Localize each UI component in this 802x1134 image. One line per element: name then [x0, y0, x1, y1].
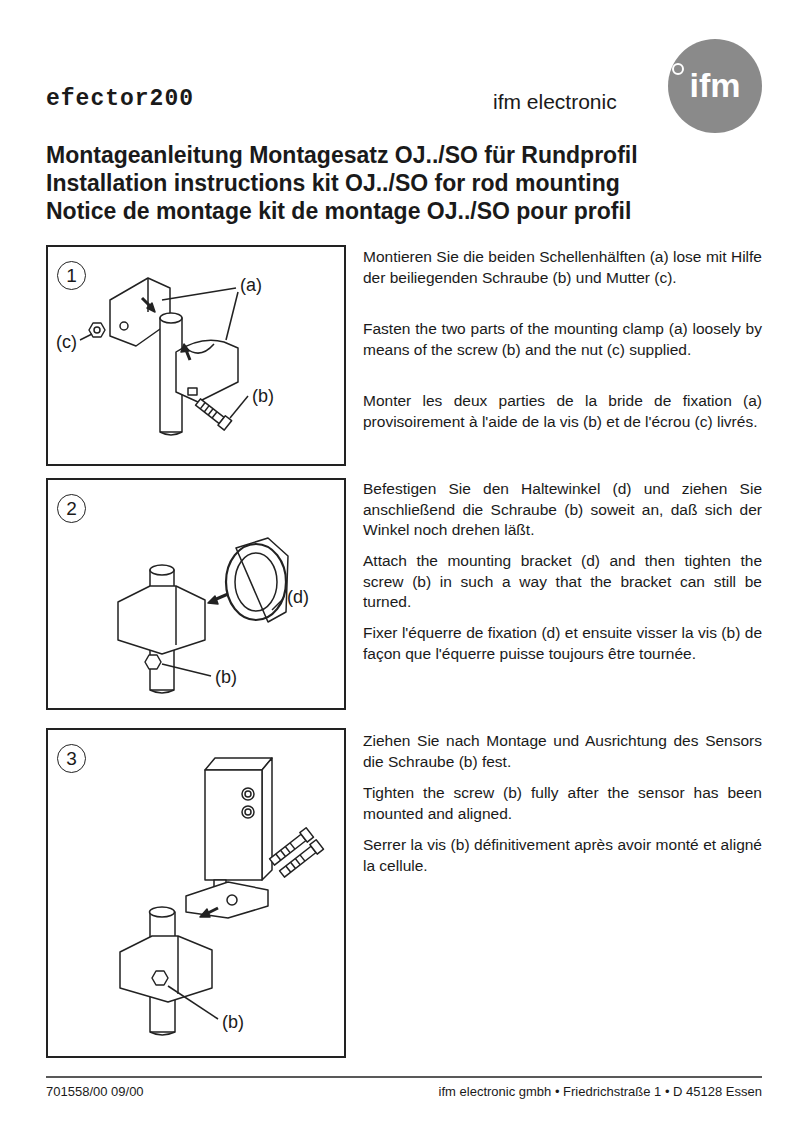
- title-line: Notice de montage kit de montage OJ../SO…: [46, 198, 631, 225]
- logo-disc: [668, 39, 762, 133]
- drawing-part: [196, 399, 225, 424]
- drawing-part: [150, 1032, 175, 1035]
- drawing-part: [295, 859, 300, 865]
- brand-logo: efector200: [46, 86, 194, 112]
- drawing-part: [276, 854, 281, 860]
- drawing-part: [168, 986, 218, 1019]
- drawing-part: [150, 565, 174, 575]
- step-panel: (a) (c) (b) 1: [46, 245, 346, 466]
- callout-letter: (d): [287, 587, 309, 608]
- step-panel: (b) 3: [46, 728, 346, 1058]
- drawing-part: [160, 313, 182, 323]
- drawing-part: [120, 936, 212, 1002]
- drawing-part: [208, 596, 218, 604]
- callout-letter: (b): [222, 1012, 244, 1033]
- drawing-part: [236, 538, 288, 622]
- instruction-text: Serrer la vis (b) définitivement après a…: [363, 835, 762, 876]
- callout-letter: (b): [252, 386, 274, 407]
- callout-letter: (b): [215, 667, 237, 688]
- drawing-part: [186, 882, 268, 918]
- drawing-part: [162, 288, 236, 300]
- drawing-part: [310, 840, 324, 854]
- title: Montageanleitung Montagesatz OJ../SO für…: [46, 142, 638, 169]
- drawing-part: [150, 907, 175, 917]
- step-digit: 1: [66, 266, 77, 285]
- drawing-part: [272, 599, 283, 610]
- drawing-part: [262, 758, 272, 880]
- drawing-part: [291, 862, 296, 868]
- drawing-part: [242, 806, 254, 818]
- title-line: Installation instructions kit OJ../SO fo…: [46, 170, 620, 197]
- drawing-part: [181, 344, 189, 352]
- instruction-text: Fasten the two parts of the mounting cla…: [363, 319, 762, 360]
- drawing-part: [160, 432, 182, 435]
- step-digit: 3: [66, 749, 77, 768]
- instruction-text: Befestigen Sie den Haltewinkel (d) und z…: [363, 479, 762, 541]
- drawing-part: [205, 758, 272, 770]
- drawing-part: [300, 828, 314, 842]
- instruction-text: Ziehen Sie nach Montage und Ausrichtung …: [363, 731, 762, 772]
- step2-drawing: [118, 538, 288, 693]
- drawing-part: [186, 344, 214, 353]
- drawing-part: [230, 396, 248, 418]
- drawing-part: [278, 840, 323, 879]
- step-panel: (d) (b) 2: [46, 478, 346, 710]
- drawing-part: [162, 664, 211, 676]
- step-number: 2: [57, 494, 86, 523]
- drawing-part: [218, 416, 232, 430]
- drawing-part: [120, 322, 128, 330]
- drawing-part: [205, 770, 262, 880]
- drawing-part: [286, 866, 291, 872]
- drawing-part: [281, 850, 286, 856]
- drawing-part: [204, 406, 209, 412]
- drawing-part: [145, 655, 161, 669]
- drawing-part: [226, 544, 286, 620]
- footer-rule: [46, 1076, 762, 1078]
- callout-letter: (c): [56, 332, 77, 353]
- drawing-part: [300, 855, 305, 861]
- instruction-text: Tighten the screw (b) fully after the se…: [363, 783, 762, 824]
- drawing-part: [147, 303, 155, 312]
- drawing-part: [188, 388, 197, 395]
- drawing-part: [150, 690, 174, 693]
- drawing-part: [152, 971, 168, 985]
- logo-mark: ifm: [683, 66, 747, 105]
- instruction-text: Attach the mounting bracket (d) and then…: [363, 551, 762, 613]
- drawing-part: [268, 828, 313, 867]
- drawing-part: [94, 327, 100, 333]
- drawing-part: [200, 909, 210, 917]
- drawing-part: [285, 847, 290, 853]
- instruction-text: Monter les deux parties de la bride de f…: [363, 391, 762, 432]
- instruction-text: Fixer l'équerre de fixation (d) et ensui…: [363, 623, 762, 664]
- drawing-part: [175, 586, 177, 645]
- drawing-part: [118, 586, 205, 654]
- company-address: ifm electronic gmbh • Friedrichstraße 1 …: [322, 1084, 762, 1099]
- drawing-part: [212, 412, 217, 418]
- step1-drawing: [80, 278, 248, 435]
- step-number: 3: [57, 744, 86, 773]
- drawing-part: [280, 846, 316, 877]
- document-number: 701558/00 09/00: [46, 1084, 144, 1099]
- step-digit: 2: [66, 499, 77, 518]
- drawing-part: [194, 397, 231, 430]
- step-number: 1: [57, 261, 86, 290]
- drawing-part: [176, 340, 238, 402]
- drawing-part: [226, 292, 238, 340]
- callout-letter: (a): [240, 275, 262, 296]
- drawing-part: [242, 788, 254, 800]
- drawing-part: [245, 809, 251, 815]
- drawing-part: [177, 936, 179, 994]
- step3-drawing: [120, 758, 324, 1035]
- drawing-part: [245, 791, 251, 797]
- logo-dot: [673, 64, 683, 74]
- instruction-text: Montieren Sie die beiden Schellenhälften…: [363, 247, 762, 288]
- drawing-part: [208, 409, 213, 415]
- drawing-part: [227, 895, 237, 905]
- drawing-part: [290, 843, 295, 849]
- drawing-part: [200, 403, 205, 409]
- company-name: ifm electronic: [493, 90, 617, 114]
- drawing-part: [80, 334, 92, 340]
